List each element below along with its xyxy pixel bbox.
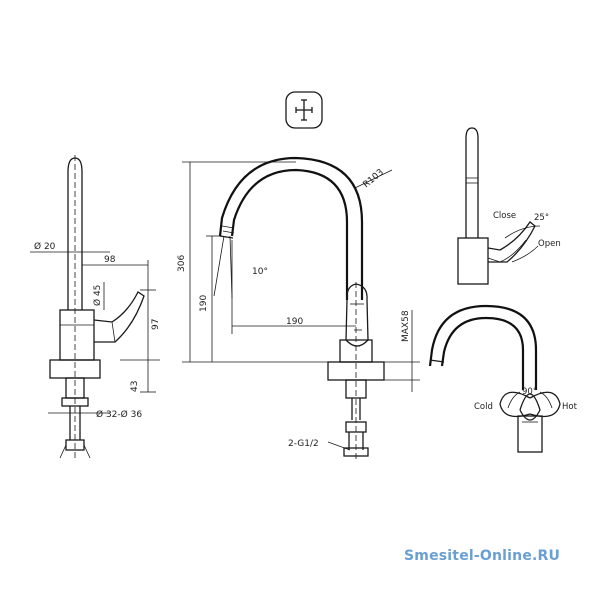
label-angle-90: 90°: [522, 387, 537, 397]
label-cold: Cold: [474, 402, 493, 412]
cross-handle-symbol: [285, 91, 323, 129]
dim-diameter-45: Ø 45: [92, 285, 103, 306]
dim-thread-g12: 2-G1/2: [288, 439, 319, 449]
site-watermark: Smesitel-Online.RU: [404, 548, 561, 564]
dim-190-horizontal: 190: [286, 317, 303, 327]
side-view: [30, 155, 160, 460]
handle-rotation-view: [457, 127, 541, 285]
dim-diameter-32-36: Ø 32-Ø 36: [96, 409, 142, 420]
dim-306: 306: [177, 255, 187, 272]
dim-10-degree: 10°: [252, 267, 268, 277]
dim-97: 97: [151, 319, 161, 330]
spout-rotation-view: [428, 304, 561, 453]
label-hot: Hot: [562, 402, 578, 412]
label-angle-25: 25°: [534, 213, 549, 223]
dim-98: 98: [104, 255, 116, 265]
front-view: [182, 156, 420, 460]
dim-43: 43: [130, 381, 140, 392]
dim-max-58: MAX58: [401, 310, 411, 342]
dim-radius-103: R103: [362, 168, 386, 191]
dim-diameter-20: Ø 20: [34, 241, 56, 252]
dim-190-vertical: 190: [199, 295, 209, 312]
label-open: Open: [538, 239, 561, 249]
label-close: Close: [493, 211, 516, 221]
